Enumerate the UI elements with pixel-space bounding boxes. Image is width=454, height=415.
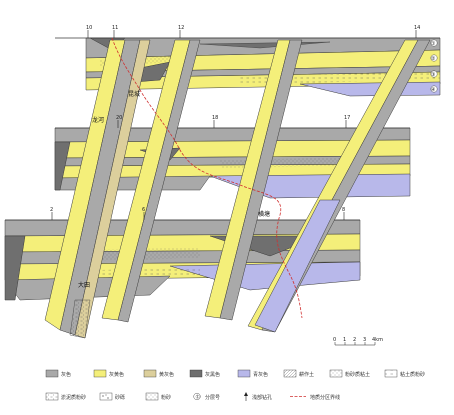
well-label: 18 — [212, 115, 218, 121]
place-label-c: 大田 — [78, 281, 90, 289]
gray-swatch-icon — [45, 369, 59, 378]
legend-item: 灰黑色 — [189, 369, 220, 378]
layer-circle: ③ — [430, 70, 438, 78]
svg-text:③: ③ — [431, 72, 435, 78]
svg-text:耕作土: 耕作土 — [299, 371, 314, 378]
legend-item: 青灰色 — [237, 369, 268, 378]
dark-gray-swatch-icon — [189, 369, 203, 378]
layer-circle: ① — [430, 39, 438, 47]
well-label: 10 — [86, 25, 92, 31]
svg-text:粉砂质粘土: 粉砂质粘土 — [345, 371, 370, 378]
borehole-marker: 17 — [344, 115, 350, 128]
borehole-marker: 12 — [178, 25, 184, 38]
legend-item: 灰色 — [45, 369, 71, 378]
svg-text:地质分区界线: 地质分区界线 — [310, 394, 340, 401]
borehole-marker: 2 — [50, 207, 53, 220]
legend: 灰色 灰黄色 黄灰色 灰黑色 青灰色 耕作土 粉砂质粘土 粘土质粉砂 — [45, 369, 425, 401]
legend-item: 地质分区界线 — [290, 394, 340, 401]
zone-boundary-line — [111, 37, 303, 319]
legend-item: 粘土质粉砂 — [384, 369, 425, 378]
scale-label: 0 — [333, 337, 336, 343]
place-label-d: 横塘 — [258, 210, 270, 218]
yellow-swatch-icon — [93, 369, 107, 378]
legend-item: 黄灰色 — [143, 369, 174, 378]
mud-silt-icon — [45, 392, 59, 401]
fence-panels — [4, 37, 441, 339]
wells-mid: 20 18 17 — [116, 115, 350, 128]
svg-text:灰黑色: 灰黑色 — [205, 371, 220, 378]
clayey-silt-icon — [384, 369, 398, 378]
legend-item: 灰黄色 — [93, 369, 124, 378]
svg-text:灰黄色: 灰黄色 — [109, 371, 124, 378]
layer-circle: ② — [430, 54, 438, 62]
silt-icon — [145, 392, 159, 401]
svg-text:①: ① — [196, 395, 201, 401]
well-label: 12 — [178, 25, 184, 31]
borehole-marker: 8 — [342, 207, 345, 220]
place-labels: 昆城 龙河 大田 横塘 — [78, 91, 270, 289]
well-label: 8 — [342, 207, 345, 213]
borehole-marker: 6 — [142, 207, 145, 220]
legend-item: 粉砂 — [145, 392, 171, 401]
scale-bar: 0 1 2 3 4km — [333, 337, 383, 346]
legend-item: ① 分层号 — [193, 393, 220, 401]
svg-text:④: ④ — [431, 87, 436, 93]
legend-item: 淤泥质粉砂 — [45, 392, 86, 401]
sand-gravel-icon — [99, 392, 113, 401]
svg-text:分层号: 分层号 — [205, 394, 220, 401]
borehole-icon — [244, 392, 248, 401]
silty-clay-icon — [329, 369, 343, 378]
borehole-marker: 20 — [116, 115, 122, 128]
soil-hatch-icon — [283, 369, 297, 378]
well-label: 14 — [414, 25, 420, 31]
svg-text:浅部钻孔: 浅部钻孔 — [252, 394, 272, 401]
layer-circles: ① ② ③ ④ — [430, 39, 438, 93]
legend-item: 耕作土 — [283, 369, 314, 378]
violet-swatch-icon — [237, 369, 251, 378]
svg-text:黄灰色: 黄灰色 — [159, 371, 174, 378]
borehole-marker: 18 — [212, 115, 218, 128]
svg-text:②: ② — [431, 56, 436, 62]
layer-number-icon — [193, 393, 201, 401]
legend-item: 砂砾 — [99, 392, 125, 401]
well-label: 20 — [116, 115, 122, 121]
scale-label: 1 — [343, 337, 346, 343]
svg-text:砂砾: 砂砾 — [115, 394, 125, 401]
scale-label: 4km — [372, 337, 383, 343]
svg-text:①: ① — [431, 41, 436, 47]
layer-circle: ④ — [430, 85, 438, 93]
place-label-a: 昆城 — [128, 91, 140, 98]
svg-text:粉砂: 粉砂 — [161, 394, 171, 401]
legend-item: 粉砂质粘土 — [329, 369, 370, 378]
borehole-marker: 14 — [414, 25, 420, 38]
wells-top: 10 11 12 14 — [86, 25, 420, 38]
legend-item: 浅部钻孔 — [244, 392, 272, 401]
well-label: 6 — [142, 207, 145, 213]
svg-text:粘土质粉砂: 粘土质粉砂 — [400, 371, 425, 378]
well-label: 11 — [112, 25, 118, 31]
borehole-marker: 10 — [86, 25, 92, 38]
svg-text:青灰色: 青灰色 — [253, 371, 268, 378]
scale-label: 3 — [363, 337, 366, 343]
svg-text:灰色: 灰色 — [61, 371, 71, 378]
place-label-b: 龙河 — [92, 116, 104, 124]
wells-bottom: 2 6 8 — [50, 207, 345, 220]
khaki-swatch-icon — [143, 369, 157, 378]
well-label: 17 — [344, 115, 350, 121]
well-label: 2 — [50, 207, 53, 213]
borehole-marker: 11 — [112, 25, 118, 38]
svg-text:淤泥质粉砂: 淤泥质粉砂 — [61, 394, 86, 401]
scale-label: 2 — [353, 337, 356, 343]
diagonal-strips — [44, 39, 431, 339]
